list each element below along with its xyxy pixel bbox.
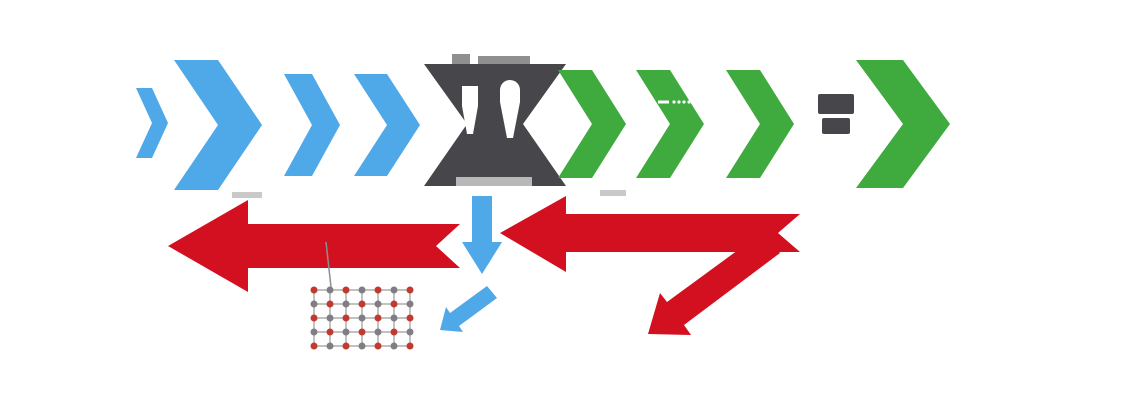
hourglass-reactor-icon bbox=[424, 54, 566, 186]
red-return-arrow-2 bbox=[500, 196, 800, 272]
blue-down-arrow bbox=[462, 196, 502, 274]
lattice-atom bbox=[406, 342, 414, 350]
lattice-atom bbox=[390, 328, 398, 336]
lattice-atom bbox=[326, 300, 334, 308]
lattice-atom bbox=[342, 286, 350, 294]
lattice-atom bbox=[310, 328, 318, 336]
dot-mark bbox=[672, 100, 676, 104]
lattice-atom bbox=[358, 300, 366, 308]
lattice-atom bbox=[374, 286, 382, 294]
lattice-atom bbox=[374, 314, 382, 322]
reactor-vessel-left bbox=[462, 86, 478, 134]
lattice-atom bbox=[326, 314, 334, 322]
lattice-atom bbox=[406, 328, 414, 336]
lattice-atom bbox=[374, 300, 382, 308]
green-chevron-2 bbox=[636, 70, 704, 178]
lattice-atom bbox=[390, 286, 398, 294]
reactor-top-tab-wide bbox=[478, 56, 530, 66]
lattice-atom bbox=[390, 300, 398, 308]
faint-label-block-1 bbox=[232, 192, 262, 198]
lattice-atom bbox=[342, 300, 350, 308]
lattice-atom bbox=[358, 314, 366, 322]
lattice-atom bbox=[342, 328, 350, 336]
dash-dot-annotation bbox=[658, 100, 691, 104]
lattice-atom bbox=[390, 314, 398, 322]
lattice-atom bbox=[310, 300, 318, 308]
lattice-atom bbox=[406, 300, 414, 308]
lattice-atom bbox=[390, 342, 398, 350]
reactor-bottom-slot bbox=[456, 177, 532, 186]
lattice-atom bbox=[406, 286, 414, 294]
lattice-atom bbox=[342, 342, 350, 350]
lattice-atom bbox=[326, 328, 334, 336]
dark-label-blocks bbox=[818, 94, 854, 134]
lattice-atom bbox=[326, 342, 334, 350]
lattice-atom bbox=[310, 314, 318, 322]
faint-label-block-2 bbox=[600, 190, 626, 196]
lattice-callout-line bbox=[325, 241, 332, 288]
blue-chevron-4 bbox=[354, 74, 420, 176]
reactor-body bbox=[424, 64, 566, 186]
dot-mark bbox=[677, 100, 681, 104]
lattice-atom bbox=[374, 328, 382, 336]
dot-mark bbox=[682, 100, 686, 104]
dark-label-block-2 bbox=[822, 118, 850, 134]
lattice-atom bbox=[342, 314, 350, 322]
dot-mark bbox=[687, 100, 691, 104]
lattice-atom bbox=[358, 342, 366, 350]
lattice-atom bbox=[310, 342, 318, 350]
red-return-arrow-1 bbox=[168, 200, 460, 292]
green-chevron-4 bbox=[856, 60, 950, 188]
blue-chevron-2 bbox=[174, 60, 262, 190]
dark-label-block-1 bbox=[818, 94, 854, 114]
lattice-atom bbox=[326, 286, 334, 294]
lattice-atom bbox=[406, 314, 414, 322]
green-chevron-3 bbox=[726, 70, 794, 178]
lattice-atom bbox=[374, 342, 382, 350]
green-chevron-1 bbox=[558, 70, 626, 178]
lattice-atom bbox=[358, 328, 366, 336]
lattice-atom bbox=[310, 286, 318, 294]
reactor-top-tab-small bbox=[452, 54, 470, 64]
red-diagonal-arrow bbox=[648, 231, 780, 335]
blue-small-diagonal-arrow bbox=[440, 286, 497, 332]
blue-chevron-1 bbox=[136, 88, 168, 158]
lattice-atom bbox=[358, 286, 366, 294]
crystal-lattice bbox=[310, 286, 414, 350]
blue-chevron-3 bbox=[284, 74, 340, 176]
reactor-vessel-right bbox=[500, 80, 520, 138]
